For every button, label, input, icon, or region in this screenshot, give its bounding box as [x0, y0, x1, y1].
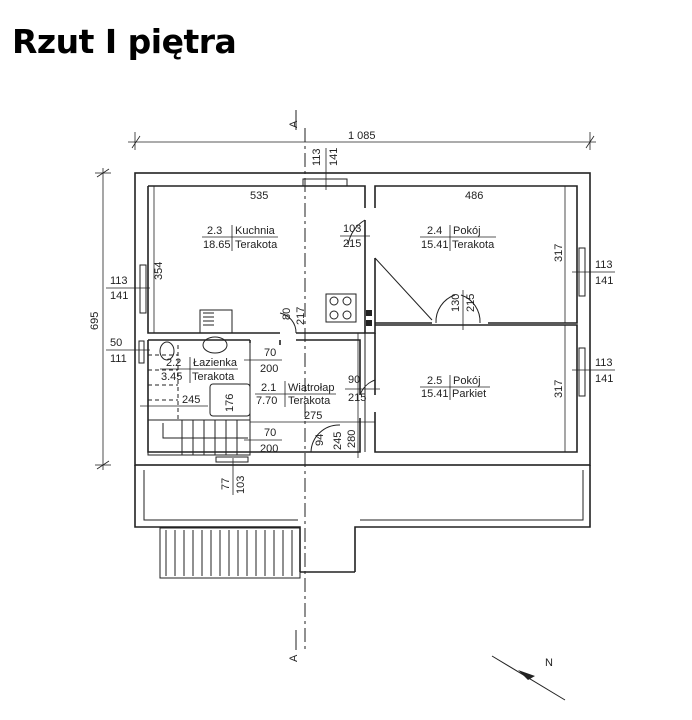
svg-text:200: 200 [260, 443, 278, 455]
svg-text:217: 217 [295, 307, 307, 325]
svg-text:215: 215 [343, 238, 361, 250]
svg-text:215: 215 [348, 392, 366, 404]
svg-text:354: 354 [153, 262, 165, 280]
toilet [159, 341, 175, 361]
room25-door-swing [359, 379, 376, 396]
svg-text:113: 113 [595, 357, 613, 369]
room-label-kitchen: 2.3 Kuchnia 18.65 Terakota [202, 225, 278, 251]
svg-text:Terakota: Terakota [452, 239, 495, 251]
svg-text:Terakota: Terakota [192, 371, 235, 383]
svg-text:2.4: 2.4 [427, 225, 442, 237]
svg-text:15.41: 15.41 [421, 388, 449, 400]
washbasin [202, 336, 228, 354]
svg-text:103: 103 [235, 476, 247, 494]
svg-text:15.41: 15.41 [421, 239, 449, 251]
room-label-bathroom: 2.2 Łazienka 3.45 Terakota [160, 357, 238, 383]
svg-text:94: 94 [314, 434, 326, 446]
svg-text:Terakota: Terakota [235, 239, 278, 251]
svg-text:200: 200 [260, 363, 278, 375]
svg-text:7.70: 7.70 [256, 395, 277, 407]
svg-text:Pokój: Pokój [453, 375, 481, 387]
svg-text:Pokój: Pokój [453, 225, 481, 237]
svg-text:113: 113 [311, 148, 323, 166]
svg-text:70: 70 [264, 347, 276, 359]
walls [134, 172, 591, 466]
internal-stairs [147, 345, 251, 456]
hall-door-swing [279, 312, 297, 334]
svg-text:Wiatrołap: Wiatrołap [288, 382, 334, 394]
svg-text:50: 50 [110, 337, 122, 349]
svg-text:317: 317 [553, 244, 565, 262]
sink [199, 309, 233, 334]
svg-text:Terakota: Terakota [288, 395, 331, 407]
dim-total-depth: 695 [89, 312, 101, 330]
svg-text:80: 80 [281, 308, 293, 320]
svg-text:70: 70 [264, 427, 276, 439]
svg-text:77: 77 [220, 478, 232, 490]
svg-text:141: 141 [110, 290, 128, 302]
svg-text:113: 113 [110, 275, 128, 287]
svg-text:2.1: 2.1 [261, 382, 276, 394]
svg-text:18.65: 18.65 [203, 239, 231, 251]
svg-text:3.45: 3.45 [161, 371, 182, 383]
fixtures [159, 219, 481, 453]
svg-text:176: 176 [224, 394, 236, 412]
stair-void [374, 257, 433, 321]
kitchen-door-swing [347, 219, 366, 246]
terrace [134, 465, 591, 573]
svg-text:113: 113 [595, 259, 613, 271]
svg-text:2.5: 2.5 [427, 375, 442, 387]
svg-text:275: 275 [304, 410, 322, 422]
external-stairs [159, 527, 301, 579]
section-label-bottom: A [288, 654, 300, 662]
bathtub [209, 383, 251, 417]
svg-text:111: 111 [110, 353, 127, 365]
svg-text:90: 90 [348, 374, 360, 386]
north-arrow: N [491, 655, 566, 701]
svg-text:280: 280 [346, 430, 358, 448]
svg-text:215: 215 [465, 294, 477, 312]
svg-text:Parkiet: Parkiet [452, 388, 486, 400]
svg-text:535: 535 [250, 190, 268, 202]
svg-text:486: 486 [465, 190, 483, 202]
section-label-top: A [288, 120, 300, 128]
dimension-labels: 535 486 354 317 317 113 141 113 141 113 … [106, 148, 615, 495]
svg-text:245: 245 [332, 432, 344, 450]
svg-text:103: 103 [343, 223, 361, 235]
entry-door-swing [310, 424, 341, 453]
stove [325, 293, 357, 323]
room-label-room-25: 2.5 Pokój 15.41 Parkiet [420, 375, 490, 400]
svg-text:130: 130 [450, 294, 462, 312]
svg-text:Kuchnia: Kuchnia [235, 225, 276, 237]
dim-total-width: 1 085 [348, 130, 376, 142]
overall-dimensions: 1 085 695 [89, 130, 596, 470]
svg-text:Łazienka: Łazienka [193, 357, 238, 369]
svg-text:141: 141 [328, 148, 340, 166]
svg-text:2.3: 2.3 [207, 225, 222, 237]
north-label: N [545, 657, 553, 669]
svg-text:141: 141 [595, 275, 613, 287]
room-label-room-24: 2.4 Pokój 15.41 Terakota [420, 225, 496, 251]
svg-text:2.2: 2.2 [166, 357, 181, 369]
room-label-vestibule: 2.1 Wiatrołap 7.70 Terakota [255, 381, 336, 407]
double-door-swing [435, 294, 481, 324]
svg-text:317: 317 [553, 380, 565, 398]
plan-title: Rzut I piętra [12, 22, 237, 61]
svg-text:245: 245 [182, 394, 200, 406]
svg-text:141: 141 [595, 373, 613, 385]
